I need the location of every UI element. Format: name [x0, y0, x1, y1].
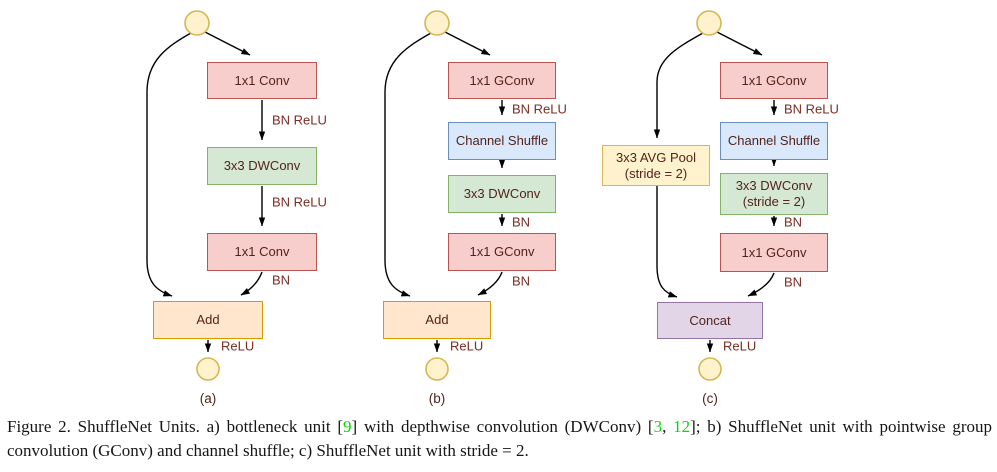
citation-link-9[interactable]: 9	[343, 417, 352, 436]
edge-c-avgpool-to-concat	[656, 186, 678, 298]
box-a-add: Add	[153, 301, 263, 339]
input-node-b	[424, 10, 450, 36]
label-b-relu: ReLU	[450, 338, 484, 354]
box-c-shuffle: Channel Shuffle	[720, 122, 828, 160]
figure-caption: Figure 2. ShuffleNet Units. a) bottlenec…	[7, 415, 992, 463]
label-a-bn: BN	[272, 272, 291, 288]
input-node-a	[184, 10, 210, 36]
label-b-bn-2: BN	[512, 273, 531, 289]
citation-link-12[interactable]: 12	[673, 417, 691, 436]
label-b-bn-1: BN	[512, 214, 531, 230]
label-c-bn-relu: BN ReLU	[784, 101, 839, 117]
caption-text-4: ]; b) ShuffleNet unit with pointwise gro…	[7, 417, 992, 460]
output-node-c	[698, 357, 722, 381]
edge-c-input-to-gconv1	[714, 30, 763, 56]
citation-link-3[interactable]: 3	[653, 417, 663, 436]
box-b-gconv2: 1x1 GConv	[448, 233, 556, 271]
connector-layer	[146, 10, 778, 381]
caption-text-2: ] with depthwise convolution (DWConv) [	[351, 417, 654, 436]
label-a-relu: ReLU	[221, 338, 255, 354]
edge-c-input-to-avgpool	[653, 32, 704, 139]
box-c-concat: Concat	[657, 302, 763, 339]
box-b-add: Add	[383, 301, 491, 339]
box-c-gconv2: 1x1 GConv	[720, 233, 828, 272]
edge-a-conv2-to-add	[240, 271, 263, 296]
box-c-gconv1: 1x1 GConv	[720, 62, 828, 99]
input-node-c	[696, 10, 722, 36]
box-c-dwconv: 3x3 DWConv (stride = 2)	[720, 173, 828, 215]
edge-b-input-to-gconv1	[442, 30, 491, 56]
caption-text-3: ,	[662, 417, 674, 436]
edge-c-gconv2-to-concat	[747, 272, 775, 297]
box-a-conv2: 1x1 Conv	[207, 233, 317, 271]
edge-a-skip-connection	[146, 32, 192, 297]
box-a-dwconv: 3x3 DWConv	[207, 147, 317, 185]
output-node-b	[425, 357, 449, 381]
output-node-a	[196, 357, 220, 381]
caption-text-1: Figure 2. ShuffleNet Units. a) bottlenec…	[7, 417, 344, 436]
panel-tag-b: (b)	[428, 391, 446, 406]
edge-a-input-to-conv1	[202, 30, 251, 56]
box-a-conv1: 1x1 Conv	[207, 62, 317, 99]
panel-tag-c: (c)	[702, 391, 718, 406]
box-b-shuffle: Channel Shuffle	[448, 122, 556, 160]
panel-tag-a: (a)	[199, 391, 217, 406]
box-b-gconv1: 1x1 GConv	[448, 62, 556, 99]
label-c-bn-2: BN	[784, 274, 803, 290]
box-b-dwconv: 3x3 DWConv	[448, 175, 556, 213]
edge-b-skip-connection	[384, 32, 432, 297]
edge-b-gconv2-to-add	[477, 271, 503, 296]
label-a-bn-relu-2: BN ReLU	[272, 194, 327, 210]
label-c-bn-1: BN	[784, 214, 803, 230]
box-c-avgpool: 3x3 AVG Pool (stride = 2)	[602, 145, 710, 186]
label-c-relu: ReLU	[723, 338, 757, 354]
label-b-bn-relu: BN ReLU	[512, 101, 567, 117]
label-a-bn-relu-1: BN ReLU	[272, 112, 327, 128]
